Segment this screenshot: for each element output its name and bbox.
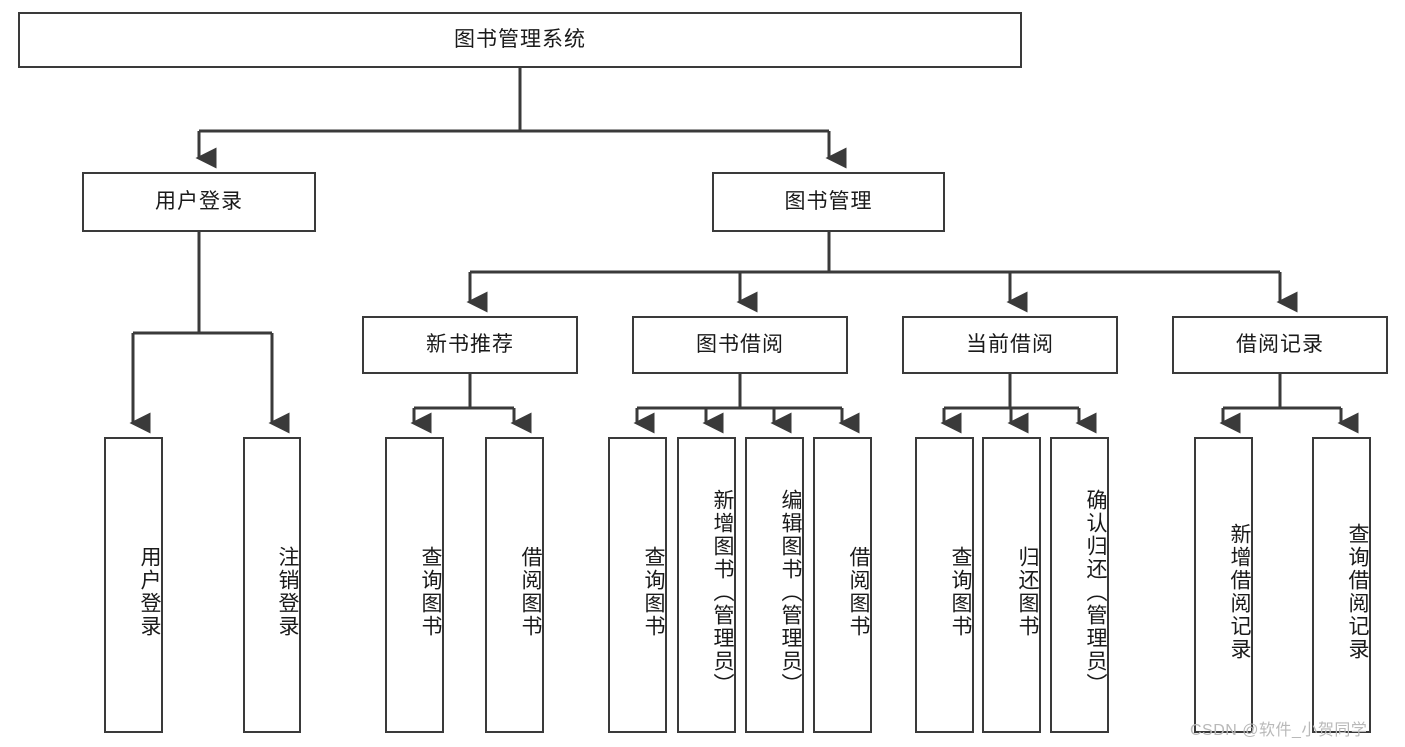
node-leaf-query-book-rec[interactable]: 查询图书 (385, 437, 444, 733)
node-leaf-borrow-book-rec[interactable]: 借阅图书 (485, 437, 544, 733)
node-leaf-query-borrow-record[interactable]: 查询借阅记录 (1312, 437, 1371, 733)
node-level3-label: 新书推荐 (426, 333, 514, 357)
node-leaf-label: 查询图书 (642, 546, 665, 638)
node-root-label: 图书管理系统 (454, 28, 586, 52)
node-leaf-label: 归还图书 (1016, 546, 1039, 638)
node-leaf-label: 新增图书（管理员） (711, 488, 734, 696)
node-current-borrow[interactable]: 当前借阅 (902, 316, 1118, 374)
node-leaf-label: 确认归还（管理员） (1084, 488, 1107, 696)
node-leaf-borrow-book-bor[interactable]: 借阅图书 (813, 437, 872, 733)
node-level3-label: 图书借阅 (696, 333, 784, 357)
node-leaf-label: 注销登录 (276, 546, 299, 638)
node-leaf-add-book-admin[interactable]: 新增图书（管理员） (677, 437, 736, 733)
node-leaf-query-book-cur[interactable]: 查询图书 (915, 437, 974, 733)
node-leaf-logout[interactable]: 注销登录 (243, 437, 301, 733)
node-level3-label: 当前借阅 (966, 333, 1054, 357)
node-leaf-edit-book-admin[interactable]: 编辑图书（管理员） (745, 437, 804, 733)
node-leaf-query-book-bor[interactable]: 查询图书 (608, 437, 667, 733)
node-level2-label: 用户登录 (155, 190, 243, 214)
node-leaf-user-login[interactable]: 用户登录 (104, 437, 163, 733)
node-root[interactable]: 图书管理系统 (18, 12, 1022, 68)
node-level3-label: 借阅记录 (1236, 333, 1324, 357)
node-leaf-return-book[interactable]: 归还图书 (982, 437, 1041, 733)
node-user-login[interactable]: 用户登录 (82, 172, 316, 232)
node-leaf-label: 借阅图书 (847, 546, 870, 638)
node-book-borrow[interactable]: 图书借阅 (632, 316, 848, 374)
node-level2-label: 图书管理 (784, 190, 873, 214)
node-book-manage[interactable]: 图书管理 (712, 172, 945, 232)
node-leaf-label: 查询图书 (949, 546, 972, 638)
node-leaf-confirm-return-admin[interactable]: 确认归还（管理员） (1050, 437, 1109, 733)
node-leaf-label: 查询借阅记录 (1346, 523, 1369, 661)
node-leaf-label: 新增借阅记录 (1228, 523, 1251, 661)
node-new-book-recommend[interactable]: 新书推荐 (362, 316, 578, 374)
node-leaf-label: 编辑图书（管理员） (779, 488, 802, 696)
csdn-watermark: CSDN @软件_小贺同学 (1190, 722, 1368, 739)
node-leaf-label: 查询图书 (419, 546, 442, 638)
node-leaf-label: 借阅图书 (519, 546, 542, 638)
node-borrow-record[interactable]: 借阅记录 (1172, 316, 1388, 374)
node-leaf-label: 用户登录 (138, 546, 161, 638)
node-leaf-add-borrow-record[interactable]: 新增借阅记录 (1194, 437, 1253, 733)
